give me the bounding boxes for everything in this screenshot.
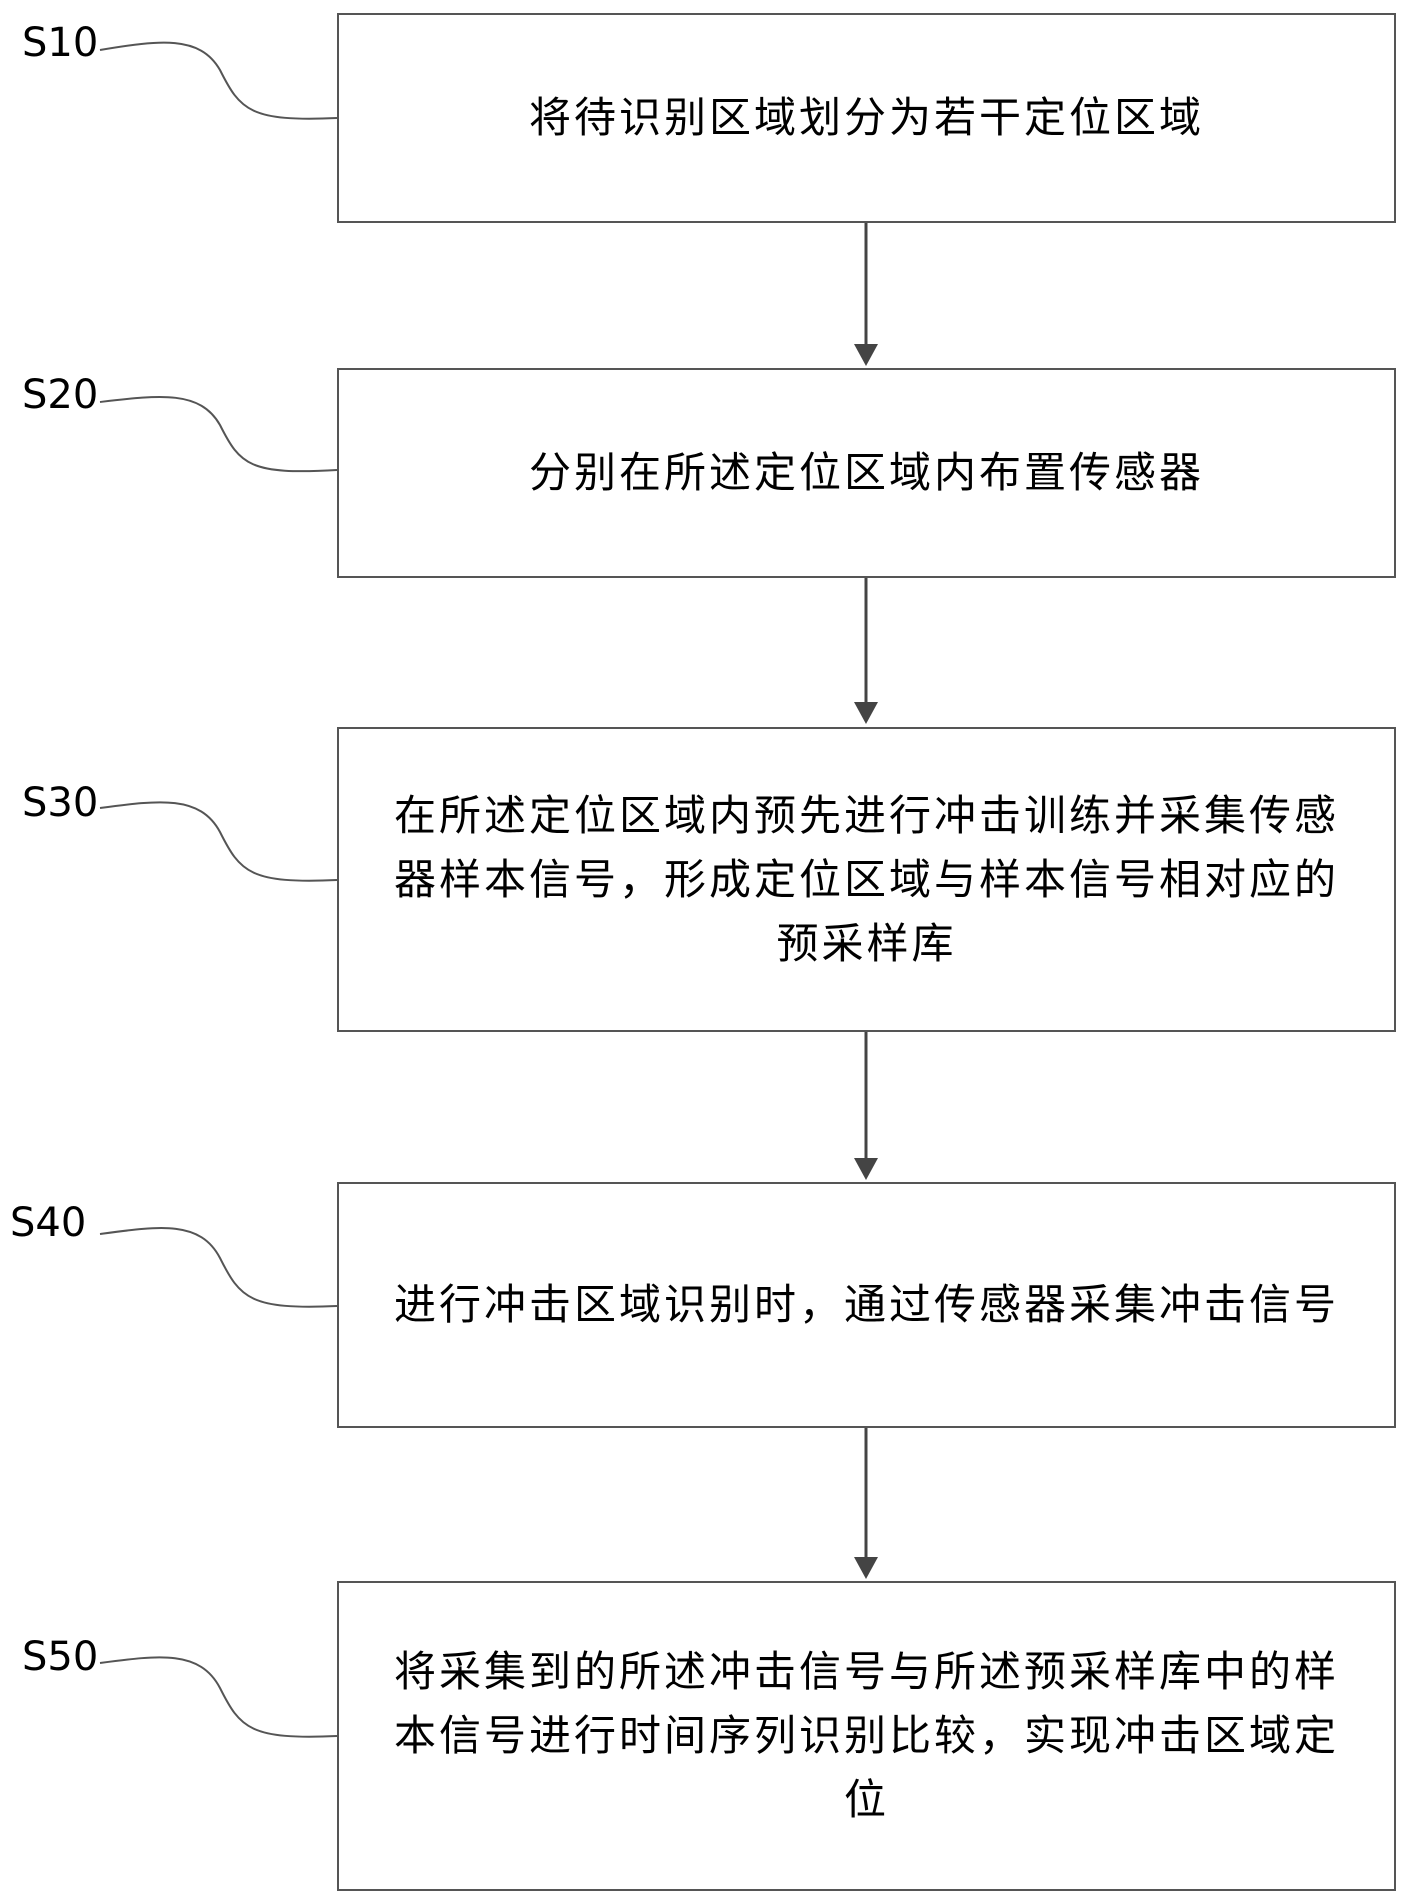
step-label-s20: S20 — [22, 372, 99, 418]
arrowhead-s30 — [854, 702, 878, 724]
step-text-s10: 将待识别区域划分为若干定位区域 — [528, 93, 1204, 142]
step-box-s30: 在所述定位区域内预先进行冲击训练并采集传感器样本信号，形成定位区域与样本信号相对… — [337, 727, 1396, 1032]
step-text-s40: 进行冲击区域识别时，通过传感器采集冲击信号 — [393, 1280, 1339, 1329]
step-text-s30: 在所述定位区域内预先进行冲击训练并采集传感器样本信号，形成定位区域与样本信号相对… — [393, 790, 1339, 968]
leader-s50 — [99, 1656, 338, 1738]
arrowhead-s40 — [854, 1158, 878, 1180]
arrowhead-s20 — [854, 344, 878, 366]
step-box-s20: 分别在所述定位区域内布置传感器 — [337, 368, 1396, 578]
step-label-s30: S30 — [22, 780, 99, 826]
step-text-s20: 分别在所述定位区域内布置传感器 — [528, 448, 1204, 497]
arrowhead-s50 — [854, 1557, 878, 1579]
step-box-s40: 进行冲击区域识别时，通过传感器采集冲击信号 — [337, 1182, 1396, 1428]
leader-s40 — [99, 1227, 338, 1308]
leader-s10 — [99, 41, 338, 120]
step-label-s40: S40 — [10, 1200, 87, 1246]
step-text-s50: 将采集到的所述冲击信号与所述预采样库中的样本信号进行时间序列识别比较，实现冲击区… — [393, 1647, 1339, 1824]
step-label-s50: S50 — [22, 1634, 99, 1680]
step-label-s10: S10 — [22, 20, 99, 66]
step-box-s50: 将采集到的所述冲击信号与所述预采样库中的样本信号进行时间序列识别比较，实现冲击区… — [337, 1581, 1396, 1891]
step-box-s10: 将待识别区域划分为若干定位区域 — [337, 13, 1396, 223]
leader-s20 — [99, 396, 338, 473]
leader-s30 — [99, 801, 338, 882]
